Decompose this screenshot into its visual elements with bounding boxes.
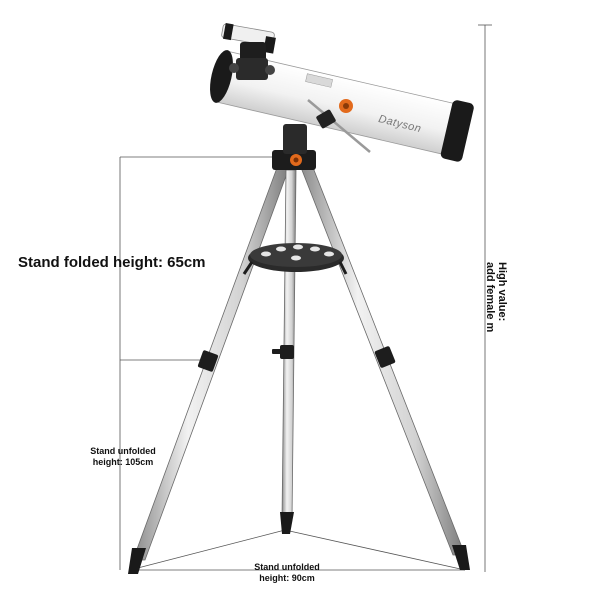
unfolded-width-line2: height: 90cm [259, 573, 315, 583]
tripod-legs [132, 164, 466, 561]
leg-clamps [197, 345, 396, 372]
slow-motion-rod [307, 99, 371, 153]
clamp-center [280, 345, 294, 359]
clamp-center-knob [272, 349, 281, 354]
base-line-left [129, 529, 286, 571]
dimension-lines [119, 24, 492, 572]
high-value-label: High value: add female m [456, 262, 508, 370]
leg-feet [128, 512, 470, 574]
clamp-left [197, 350, 219, 372]
finder-scope [221, 22, 276, 80]
high-value-line2: add female m [484, 262, 496, 333]
foot-right [452, 545, 470, 570]
focuser-body [236, 58, 268, 80]
unfolded-width-label: Stand unfolded height: 90cm [232, 562, 342, 584]
foot-left [128, 548, 146, 574]
folded-height-label: Stand folded height: 65cm [18, 254, 206, 271]
foot-center [280, 512, 294, 534]
high-value-line1: High value: [496, 262, 508, 322]
clamp-right [374, 346, 396, 368]
tube-rear-cap [210, 50, 233, 103]
tube-front-cap [440, 100, 474, 162]
unfolded-height-line1: Stand unfolded [90, 446, 156, 456]
mount-yoke [283, 124, 307, 154]
unfolded-height-line2: height: 105cm [92, 457, 154, 467]
base-line-right [284, 529, 466, 571]
accessory-tray [242, 243, 348, 275]
unfolded-width-line1: Stand unfolded [254, 562, 320, 572]
unfolded-height-label: Stand unfolded height: 105cm [68, 446, 178, 468]
mount-head [272, 124, 316, 170]
